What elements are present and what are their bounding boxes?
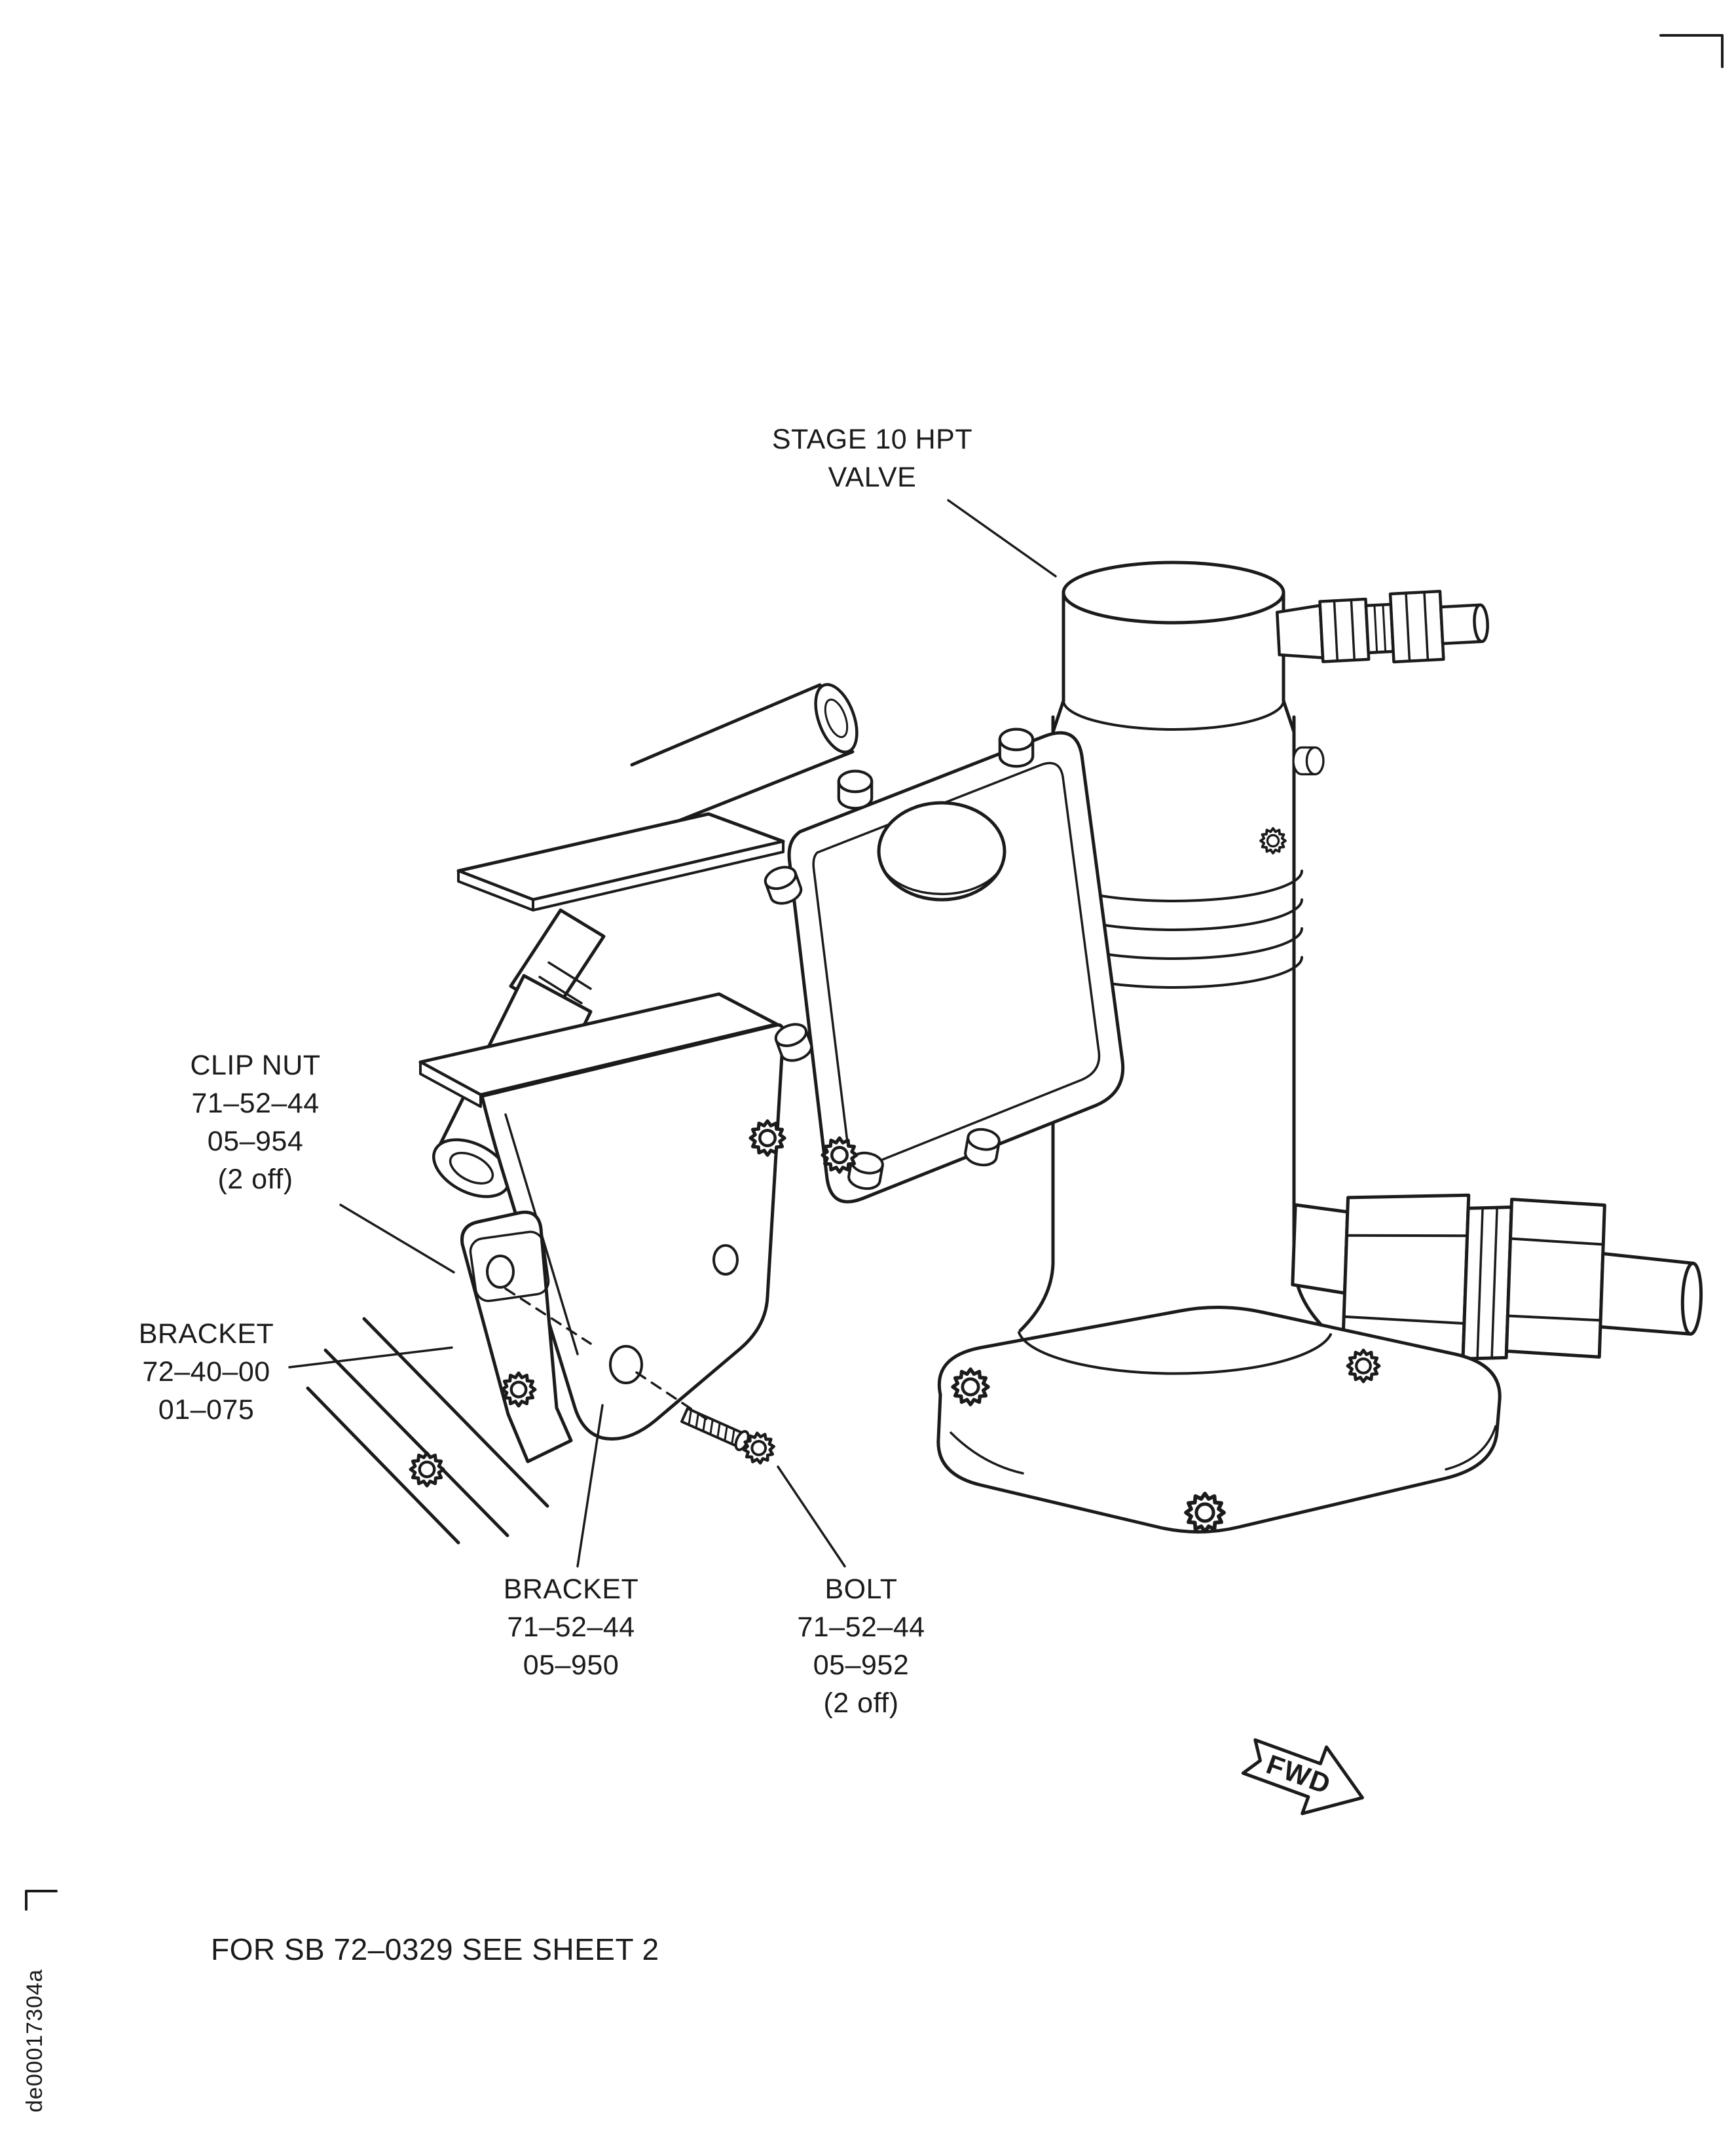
label-line: BOLT bbox=[824, 1573, 898, 1605]
sheet-plate bbox=[456, 812, 785, 911]
leader-valve bbox=[947, 499, 1057, 578]
figure-code: de00017304a bbox=[22, 1968, 47, 2112]
label-line: 71–52–44 bbox=[191, 1088, 320, 1119]
cover-plate bbox=[750, 729, 1125, 1204]
corner-mark-top-right bbox=[1659, 34, 1724, 68]
service-bulletin-footnote: FOR SB 72–0329 SEE SHEET 2 bbox=[211, 1932, 659, 1966]
label-clip-nut: CLIP NUT 71–52–44 05–954 (2 off) bbox=[141, 1046, 370, 1198]
fwd-arrow: FWD bbox=[1241, 1738, 1364, 1816]
corner-mark-bottom-left bbox=[25, 1890, 58, 1911]
label-line: 05–950 bbox=[523, 1649, 619, 1681]
leader-lines bbox=[288, 499, 1057, 1568]
label-line: 71–52–44 bbox=[797, 1611, 925, 1643]
side-port bbox=[1291, 1193, 1703, 1369]
base-flange bbox=[936, 1306, 1502, 1532]
mounting-bracket bbox=[418, 992, 785, 1441]
leader-bracket-lower bbox=[576, 1404, 604, 1568]
label-line: VALVE bbox=[828, 462, 917, 493]
corner-marks bbox=[25, 34, 1724, 1911]
label-line: STAGE 10 HPT bbox=[771, 424, 973, 455]
loose-bolt bbox=[680, 1407, 779, 1468]
leader-clip-nut bbox=[339, 1204, 455, 1274]
dashed-assembly-lines bbox=[504, 1287, 712, 1424]
label-line: 72–40–00 bbox=[142, 1356, 270, 1388]
label-line: BRACKET bbox=[138, 1318, 274, 1350]
label-line: CLIP NUT bbox=[190, 1050, 321, 1081]
label-bolt: BOLT 71–52–44 05–952 (2 off) bbox=[747, 1570, 976, 1722]
label-stage10-hpt-valve: STAGE 10 HPT VALVE bbox=[748, 420, 997, 496]
label-line: 01–075 bbox=[158, 1394, 255, 1426]
label-line: BRACKET bbox=[503, 1573, 639, 1605]
leader-bracket-upper bbox=[288, 1346, 453, 1369]
label-line: 71–52–44 bbox=[507, 1611, 635, 1643]
background-pipe-lines bbox=[306, 1317, 549, 1545]
top-fitting bbox=[1276, 589, 1489, 664]
label-bracket-upper: BRACKET 72–40–00 01–075 bbox=[92, 1315, 321, 1429]
clip-bracket-strip bbox=[411, 1210, 573, 1486]
label-line: 05–954 bbox=[207, 1126, 304, 1157]
label-bracket-lower: BRACKET 71–52–44 05–950 bbox=[456, 1570, 686, 1684]
leader-bolt bbox=[777, 1465, 846, 1568]
label-line: (2 off) bbox=[217, 1164, 293, 1195]
label-line: 05–952 bbox=[813, 1649, 910, 1681]
label-line: (2 off) bbox=[823, 1687, 899, 1719]
upper-tube bbox=[630, 683, 859, 828]
